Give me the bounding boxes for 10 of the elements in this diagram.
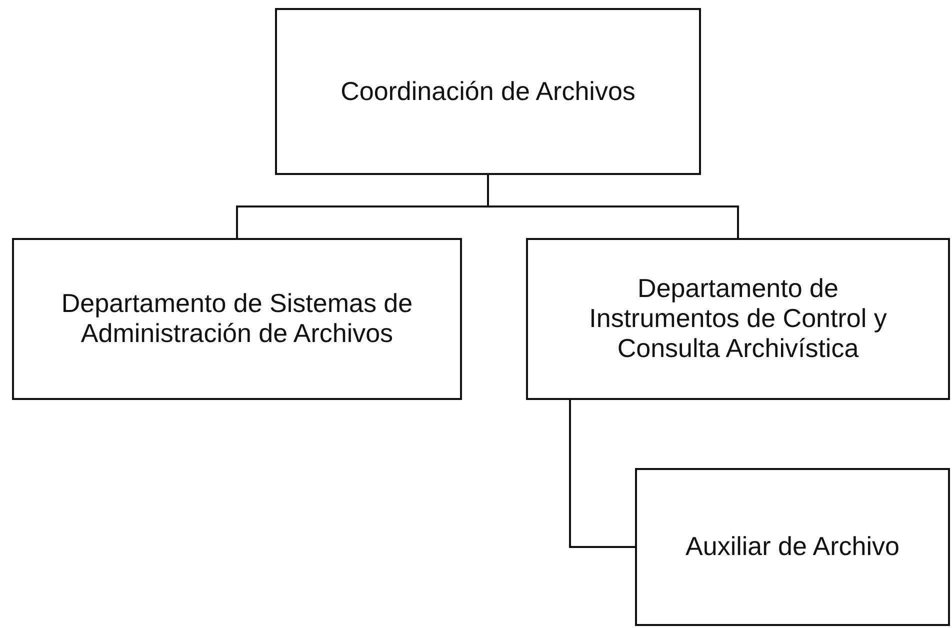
connector-line [487, 175, 739, 238]
box-title: Auxiliar de Archivo [686, 532, 900, 562]
box-title: Departamento de Instrumentos de Control y Consulta Archivística [588, 274, 888, 364]
box-title: Departamento de Sistemas de Administración de Archivos [60, 289, 414, 349]
org-box [526, 238, 950, 400]
connector-line [569, 400, 635, 548]
org-box [635, 468, 950, 626]
org-box [275, 8, 701, 175]
org-box [12, 238, 462, 400]
box-title: Coordinación de Archivos [340, 76, 636, 106]
